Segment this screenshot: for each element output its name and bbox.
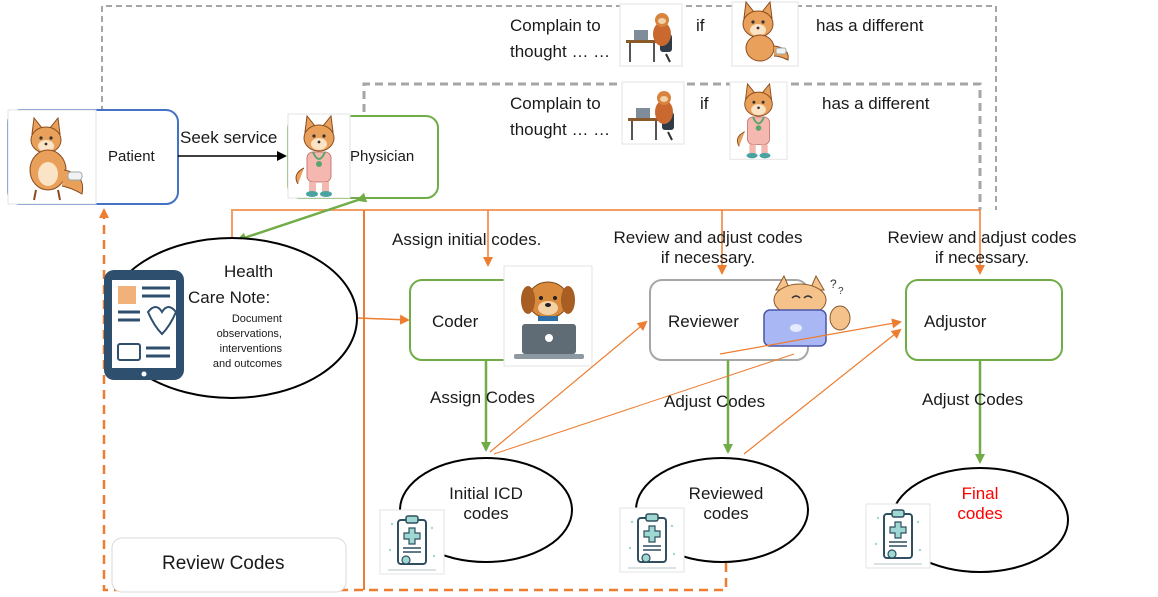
sloth-complain-icon-2 (621, 81, 685, 145)
assign-codes-label: Assign Codes (430, 388, 535, 407)
reviewed-to-adjustor-arrow (743, 328, 902, 455)
note-to-coder-arrow (357, 314, 410, 325)
adjust-codes-label-2: Adjust Codes (922, 390, 1024, 409)
coder-task: Assign initial codes. (392, 230, 542, 249)
inner-complain-line2: thought … … (510, 120, 611, 139)
adjust-codes-label-1: Adjust Codes (664, 392, 766, 411)
fox-patient-icon (8, 110, 96, 204)
reviewer-label[interactable]: Reviewer (668, 312, 739, 331)
fox-doctor-icon (288, 114, 350, 198)
inner-dashed-region (362, 82, 982, 210)
initial-codes-line2: codes (463, 504, 509, 523)
reviewer-task-line1: Review and adjust codes (613, 228, 803, 247)
reviewed-codes-label: Reviewed codes (666, 484, 786, 524)
adjustor-task-line1: Review and adjust codes (887, 228, 1077, 247)
reviewed-codes-line1: Reviewed (688, 484, 764, 503)
note-body: Document observations, interventions and… (186, 312, 282, 372)
fox-doctor-complain-icon (730, 82, 787, 159)
patient-label[interactable]: Patient (108, 148, 155, 165)
seek-service-label: Seek service (180, 128, 278, 147)
reviewer-task: Review and adjust codes if necessary. (598, 228, 818, 268)
physician-label[interactable]: Physician (350, 148, 415, 165)
final-codes-line1: Final (961, 484, 999, 503)
note-title-line1: Health (224, 262, 274, 281)
outer-complain-if: if (696, 16, 705, 35)
sloth-complain-icon-1 (619, 3, 683, 67)
outer-dashed-region (101, 5, 997, 210)
adjustor-box (905, 279, 1063, 361)
note-body-line: and outcomes (212, 358, 282, 370)
initial-to-reviewer-link (493, 353, 795, 455)
inner-complain-if: if (700, 94, 709, 113)
note-distribution-line (231, 209, 980, 240)
review-codes-label: Review Codes (162, 553, 285, 574)
medical-tablet-icon (104, 270, 184, 380)
note-body-line: observations, (216, 328, 282, 340)
final-codes-label: Final codes (920, 484, 1040, 524)
outer-complain-line1: Complain to (510, 16, 601, 35)
initial-codes-label: Initial ICD codes (426, 484, 546, 524)
note-title-line2: Care Note: (188, 288, 271, 307)
physician-note-arrow (236, 192, 368, 243)
note-body-line: interventions (219, 343, 282, 355)
adjustor-task-line2: if necessary. (934, 248, 1030, 267)
note-body-line: Document (231, 313, 282, 325)
review-codes-box (111, 537, 347, 593)
reviewed-codes-line2: codes (703, 504, 749, 523)
inner-complain-line1: Complain to (510, 94, 601, 113)
final-codes-line2: codes (957, 504, 1003, 523)
outer-complain-line2: thought … … (510, 42, 611, 61)
fox-patient-complain-icon (732, 2, 798, 66)
initial-to-reviewer-arrow (489, 320, 648, 453)
coder-label[interactable]: Coder (432, 312, 479, 331)
reviewer-to-adjustor-arrow (719, 318, 902, 355)
initial-codes-line1: Initial ICD (449, 484, 523, 503)
inner-complain-tail: has a different (822, 94, 930, 113)
dog-laptop-icon (503, 265, 593, 367)
outer-complain-tail: has a different (816, 16, 924, 35)
adjustor-task: Review and adjust codes if necessary. (872, 228, 1092, 268)
adjustor-label[interactable]: Adjustor (924, 312, 987, 331)
reviewer-task-line2: if necessary. (660, 248, 756, 267)
